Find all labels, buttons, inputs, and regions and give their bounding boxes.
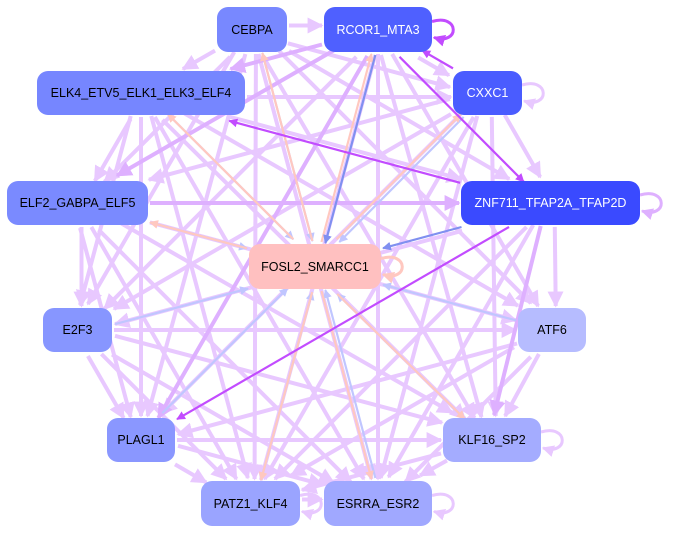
edge-RCOR1_MTA3-to-CXXC1: [417, 55, 451, 78]
node-ESRRA[interactable]: ESRRA_ESR2: [324, 481, 432, 526]
edge-FOSL2-to-PATZ1: [258, 291, 314, 481]
edge-CXXC1-to-ZNF711: [502, 114, 542, 179]
node-CEBPA[interactable]: CEBPA: [217, 7, 287, 52]
edge-RCOR1_MTA3-to-FOSL2: [323, 54, 377, 244]
self-loop-RCOR1_MTA3: [431, 18, 455, 47]
self-loop-ESRRA: [431, 492, 455, 521]
edge-CXXC1-to-FOSL2: [338, 116, 465, 243]
edge-RCOR1_MTA3-to-PLAGL1: [156, 54, 370, 420]
edge-FOSL2-to-ESRRA: [320, 290, 374, 480]
node-label: PLAGL1: [117, 433, 165, 447]
edge-CEBPA-to-ELK4: [181, 48, 216, 71]
node-CXXC1[interactable]: CXXC1: [453, 71, 522, 115]
node-label: ZNF711_TFAP2A_TFAP2D: [474, 196, 627, 210]
edge-ELF2-to-KLF16: [120, 221, 454, 415]
node-label: ELK4_ETV5_ELK1_ELK3_ELF4: [50, 86, 232, 100]
node-KLF16[interactable]: KLF16_SP2: [443, 418, 541, 462]
node-ZNF711[interactable]: ZNF711_TFAP2A_TFAP2D: [461, 181, 640, 225]
node-ELF2[interactable]: ELF2_GABPA_ELF5: [7, 181, 148, 225]
edge-ELF2-to-PATZ1: [89, 226, 239, 481]
self-loop-PATZ1: [299, 492, 323, 521]
node-label: CEBPA: [231, 22, 273, 37]
edge-E2F3-to-PLAGL1: [86, 354, 126, 420]
edge-KLF16-to-ESRRA: [418, 458, 448, 478]
edge-ELK4-to-ESRRA: [153, 116, 366, 481]
edge-ZNF711-to-ESRRA: [386, 224, 535, 479]
node-label: ESRRA_ESR2: [336, 496, 420, 511]
edge-ELK4-to-ATF6: [183, 111, 520, 308]
edge-FOSL2-to-CXXC1: [335, 113, 462, 240]
edge-CXXC1-to-RCOR1_MTA3: [421, 49, 454, 70]
node-ATF6[interactable]: ATF6: [518, 308, 586, 352]
node-RCOR1_MTA3[interactable]: RCOR1_MTA3: [324, 7, 432, 52]
edge-ESRRA-to-FOSL2: [323, 289, 377, 479]
edge-CXXC1-to-KLF16: [487, 116, 504, 418]
edge-FOSL2-to-CEBPA: [260, 52, 314, 242]
node-E2F3[interactable]: E2F3: [43, 308, 112, 352]
node-label: CXXC1: [466, 86, 509, 100]
node-PATZ1[interactable]: PATZ1_KLF4: [201, 481, 300, 526]
edge-RCOR1_MTA3-to-ELK4: [229, 42, 323, 74]
node-label: ATF6: [537, 323, 567, 337]
edge-FOSL2-to-RCOR1_MTA3: [320, 53, 374, 243]
node-label: FOSL2_SMARCC1: [261, 259, 369, 274]
self-loop-ZNF711: [639, 192, 663, 220]
edge-ZNF711-to-FOSL2: [382, 225, 462, 251]
edge-E2F3-to-FOSL2: [114, 286, 249, 326]
node-label: PATZ1_KLF4: [213, 496, 288, 511]
edge-PLAGL1-to-PATZ1: [173, 462, 208, 485]
edge-FOSL2-to-ELK4: [167, 113, 295, 240]
edge-ELK4-to-ELF2: [93, 117, 133, 183]
edge-ATF6-to-KLF16: [503, 353, 541, 418]
edge-E2F3-to-ESRRA: [110, 352, 335, 485]
self-loop-FOSL2: [380, 255, 404, 284]
node-ELK4[interactable]: ELK4_ETV5_ELK1_ELK3_ELF4: [37, 71, 245, 115]
node-label: KLF16_SP2: [458, 433, 526, 447]
edge-ATF6-to-PATZ1: [289, 345, 516, 478]
self-loop-KLF16: [540, 429, 564, 457]
edge-CXXC1-to-E2F3: [112, 112, 453, 311]
edge-E2F3-to-KLF16: [114, 333, 444, 427]
node-PLAGL1[interactable]: PLAGL1: [107, 418, 175, 462]
edge-PLAGL1-to-ESRRA: [177, 443, 325, 489]
edge-ZNF711-to-KLF16: [489, 225, 543, 417]
edge-ZNF711-to-PATZ1: [273, 225, 528, 481]
edge-RCOR1_MTA3-to-ZNF711: [398, 56, 525, 183]
node-label: ELF2_GABPA_ELF5: [19, 196, 136, 210]
edge-ZNF711-to-ATF6: [547, 226, 564, 308]
edge-FOSL2-to-ELF2: [149, 220, 248, 250]
edge-PLAGL1-to-FOSL2: [161, 287, 289, 414]
node-label: RCOR1_MTA3: [336, 22, 420, 37]
self-loop-CXXC1: [521, 82, 545, 110]
edge-ZNF711-to-PLAGL1: [176, 226, 510, 421]
node-label: E2F3: [62, 323, 93, 337]
edge-ATF6-to-FOSL2: [382, 282, 517, 322]
node-FOSL2[interactable]: FOSL2_SMARCC1: [249, 244, 381, 289]
edge-ZNF711-to-ELK4: [228, 118, 461, 184]
